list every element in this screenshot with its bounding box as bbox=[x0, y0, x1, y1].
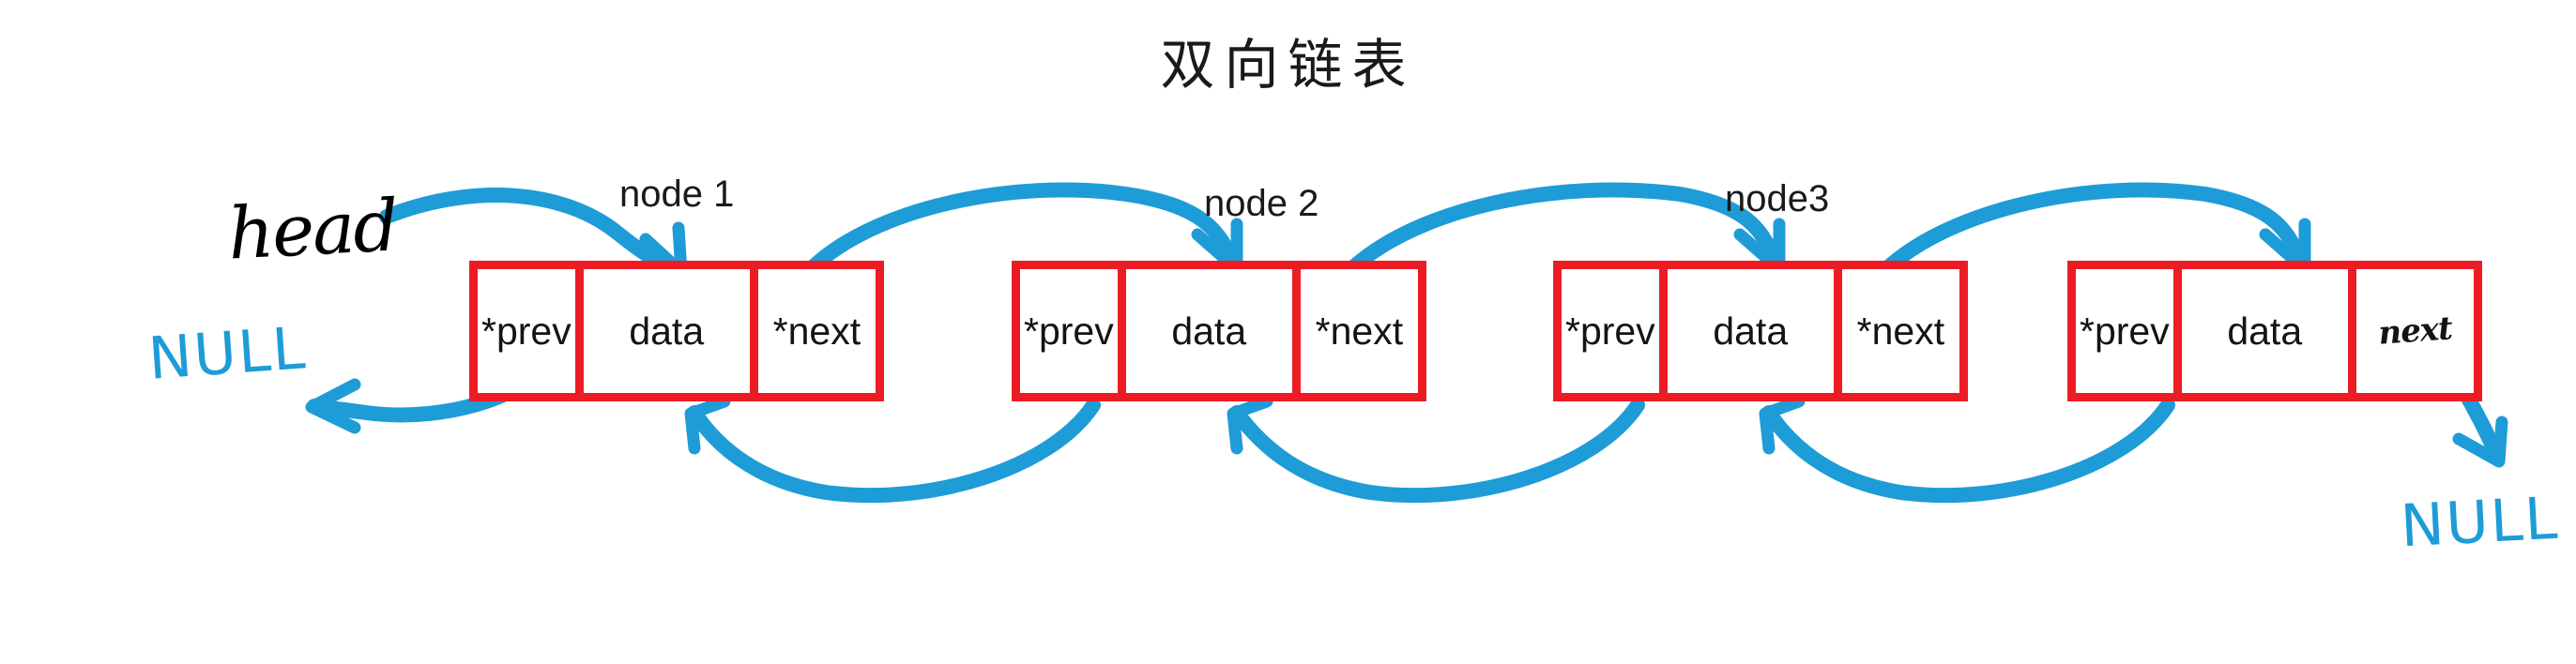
node-box-3: *prev data *next bbox=[1553, 261, 1968, 401]
node-4-prev-cell: *prev bbox=[2076, 269, 2182, 393]
node-box-2: *prev data *next bbox=[1012, 261, 1426, 401]
node-label-1: node 1 bbox=[619, 174, 735, 215]
node-2-data-cell: data bbox=[1126, 269, 1301, 393]
next-arrow-3 bbox=[1879, 182, 2311, 277]
head-pointer-label: head bbox=[225, 183, 400, 276]
node-box-4: *prev data next bbox=[2067, 261, 2482, 401]
node-3-data-cell: data bbox=[1668, 269, 1842, 393]
prev-arrow-1 bbox=[684, 395, 1101, 504]
node-label-2: node 2 bbox=[1204, 183, 1319, 224]
node-3-prev-cell: *prev bbox=[1562, 269, 1668, 393]
prev-arrow-2 bbox=[1227, 395, 1645, 504]
node-box-1: *prev data *next bbox=[469, 261, 884, 401]
node-2-prev-cell: *prev bbox=[1020, 269, 1126, 393]
null-label-left: NULL bbox=[145, 313, 310, 393]
node-label-3: node3 bbox=[1725, 178, 1830, 219]
node-3-next-cell: *next bbox=[1856, 309, 1945, 353]
node-1-data-cell: data bbox=[584, 269, 758, 393]
next-arrow-2 bbox=[1344, 182, 1786, 277]
node-1-next-cell: *next bbox=[772, 309, 861, 353]
null-label-right: NULL bbox=[2399, 483, 2561, 561]
node-2-next-cell: *next bbox=[1315, 309, 1404, 353]
prev-arrow-3 bbox=[1759, 395, 2175, 504]
next-arrow-1 bbox=[803, 182, 1243, 277]
node-4-data-cell: data bbox=[2182, 269, 2356, 393]
page-title: 双向链表 bbox=[1160, 33, 1416, 97]
node-1-prev-cell: *prev bbox=[478, 269, 584, 393]
node-4-next-cell: next bbox=[2376, 309, 2453, 353]
